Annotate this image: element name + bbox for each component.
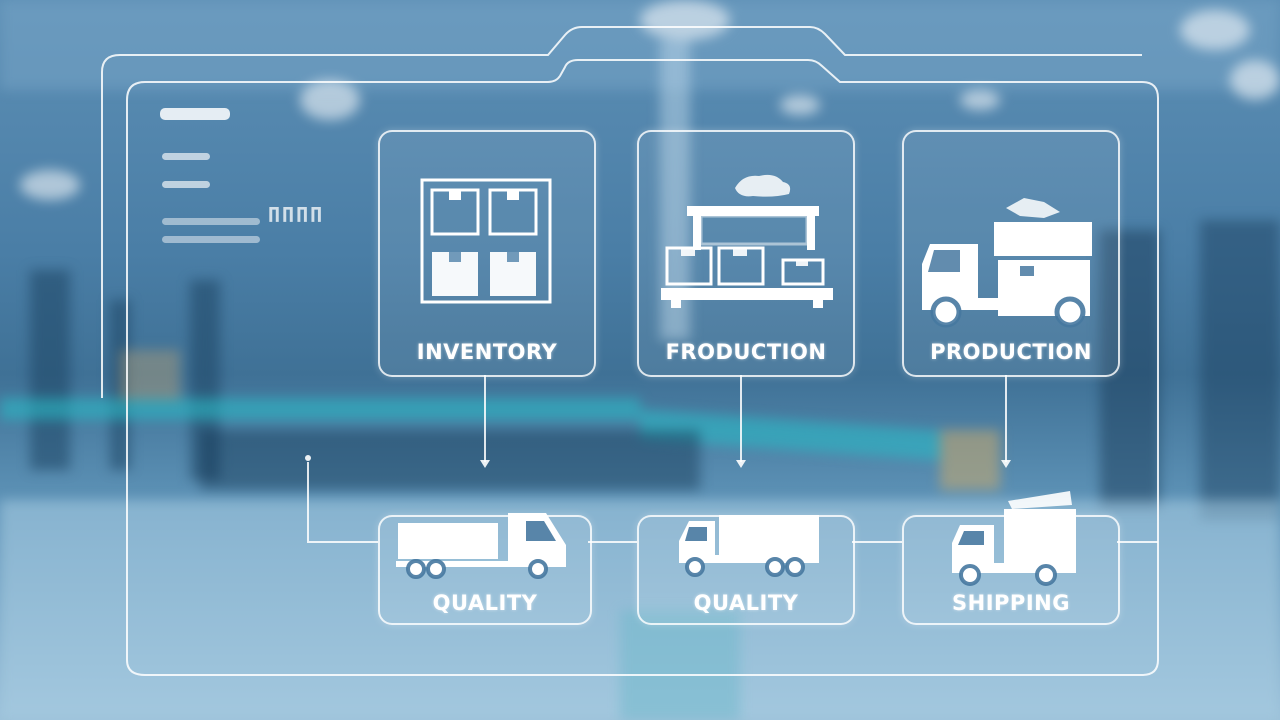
connector-arrow: [736, 460, 746, 468]
inventory-boxes-icon: [420, 178, 552, 304]
sidebar-glyphs: ΠΠΠΠ: [268, 203, 325, 227]
sidebar-dash: [160, 108, 230, 120]
connector-arrow: [1001, 460, 1011, 468]
card-label-quality-1: QUALITY: [432, 591, 538, 615]
card-production-2[interactable]: PRODUCTION: [902, 130, 1120, 377]
delivery-truck-icon: [952, 491, 1076, 586]
card-label-inventory: INVENTORY: [416, 340, 558, 364]
truck-icon: [922, 198, 1092, 328]
card-label-shipping: SHIPPING: [952, 591, 1070, 615]
sidebar-dash: [162, 236, 260, 243]
card-quality-1[interactable]: QUALITY: [378, 513, 592, 625]
card-label-quality-2: QUALITY: [693, 591, 799, 615]
front-folder-outline: [126, 59, 1159, 676]
connector-arrow: [480, 460, 490, 468]
sidebar-dash: [162, 218, 260, 225]
card-label-production-1: FRODUCTION: [665, 340, 827, 364]
production-line-icon: [661, 174, 833, 308]
card-inventory[interactable]: INVENTORY: [378, 130, 596, 377]
sidebar-dash: [162, 181, 210, 188]
truck-icon: [396, 513, 566, 579]
card-shipping[interactable]: SHIPPING: [902, 491, 1120, 625]
card-label-production-2: PRODUCTION: [930, 340, 1092, 364]
truck-icon: [679, 515, 819, 577]
card-quality-2[interactable]: QUALITY: [637, 515, 855, 625]
card-production-1[interactable]: FRODUCTION: [637, 130, 855, 377]
sidebar-dash: [162, 153, 210, 160]
back-folder-outline: [101, 26, 1142, 73]
